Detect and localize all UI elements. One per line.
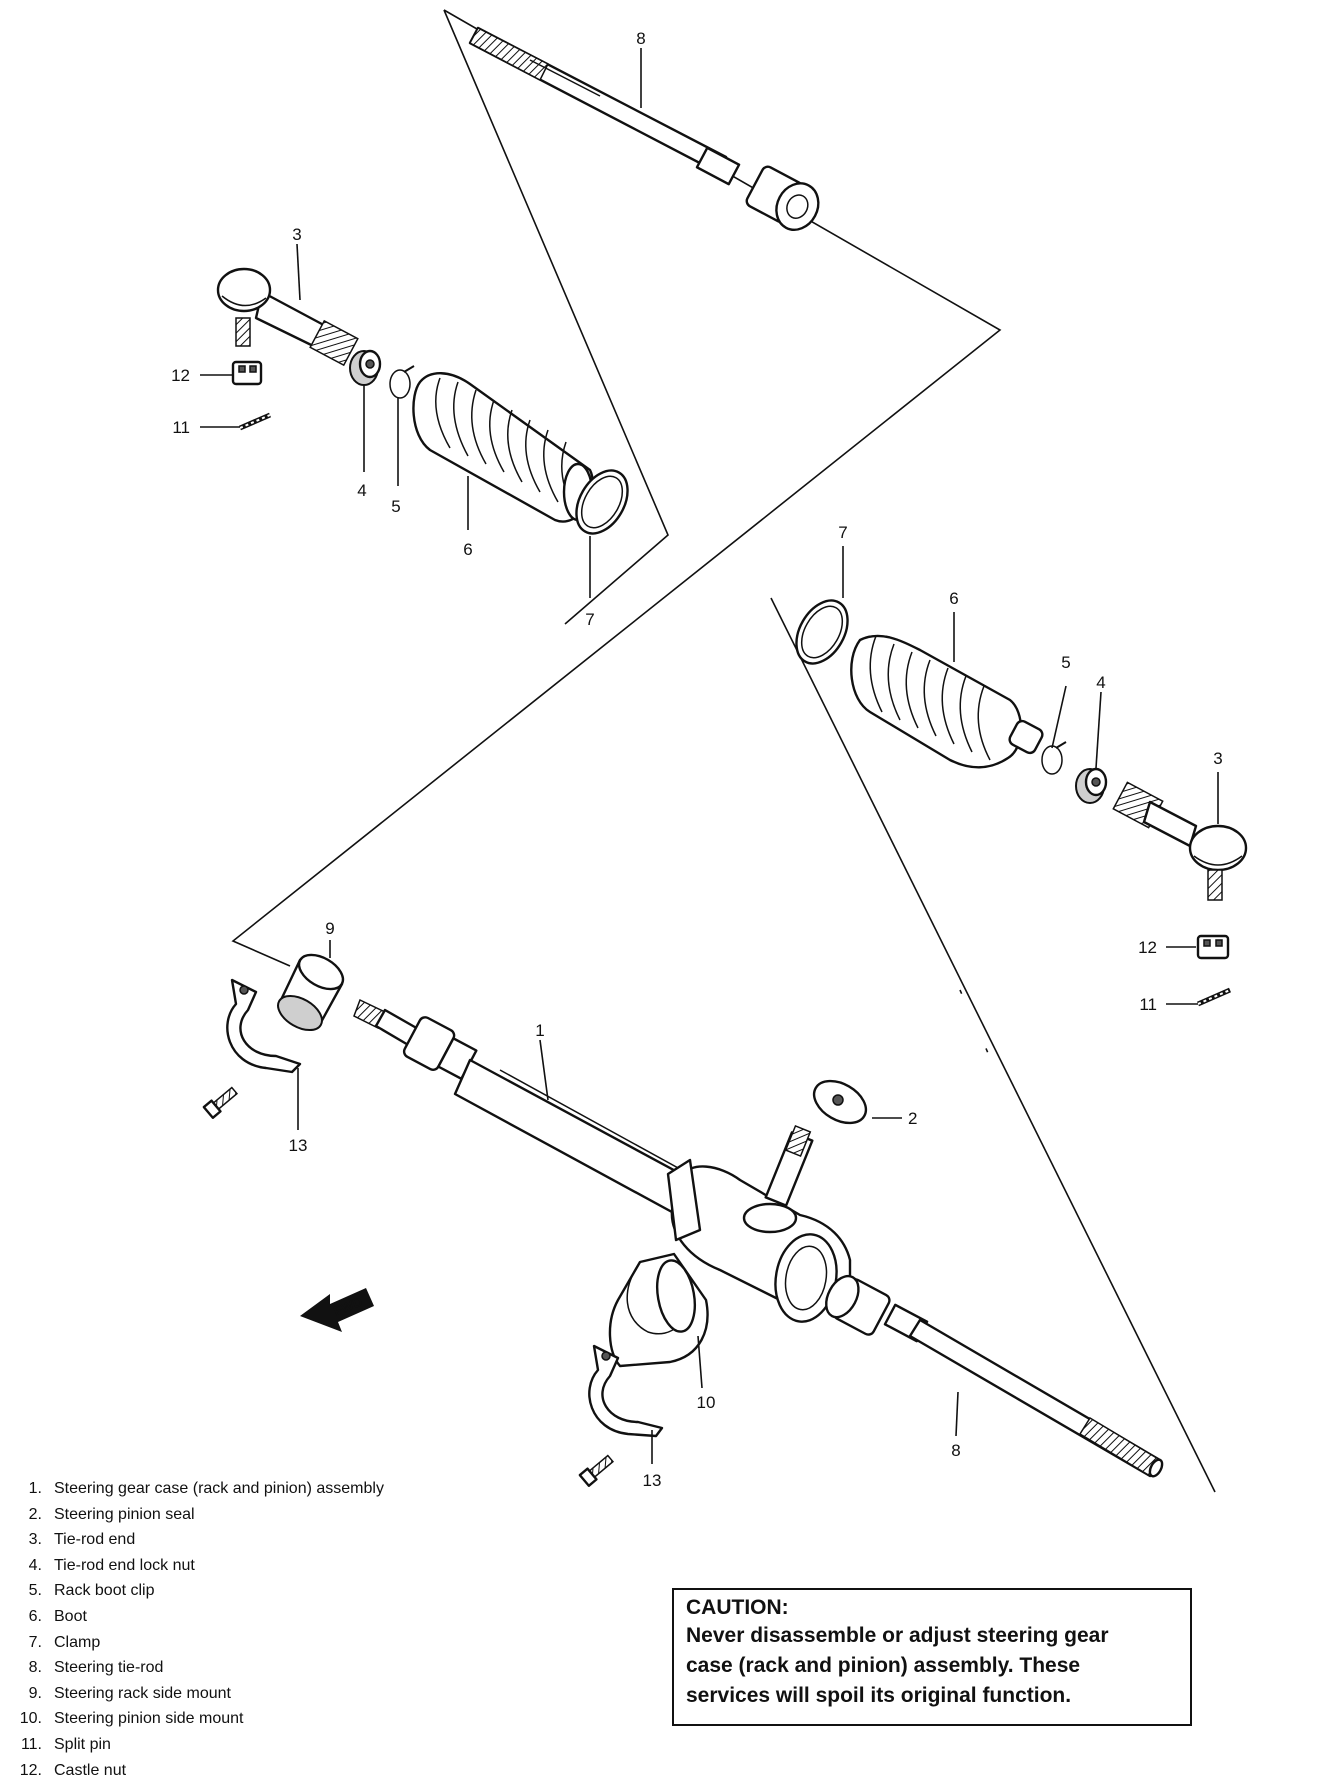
- callout-8-upper: 8: [636, 29, 645, 48]
- rack-side-mount: [277, 953, 345, 1032]
- callout-13-lower: 13: [643, 1471, 662, 1490]
- caution-line: case (rack and pinion) assembly. These: [686, 1654, 1081, 1677]
- leader-lines: [200, 48, 1219, 1464]
- steering-gear-case: [353, 998, 852, 1323]
- left-split-pin: [239, 412, 271, 431]
- left-lock-nut: [349, 349, 382, 386]
- legend-item: 7.Clamp: [28, 1633, 101, 1651]
- callout-9: 9: [325, 919, 334, 938]
- caution-title: CAUTION:: [686, 1596, 789, 1619]
- callout-11-left: 11: [172, 418, 190, 437]
- parts-legend: 1.Steering gear case (rack and pinion) a…: [12, 1476, 532, 1783]
- caution-line: services will spoil its original functio…: [686, 1684, 1072, 1707]
- legend-item: 10.Steering pinion side mount: [19, 1710, 244, 1728]
- legend-item: 8.Steering tie-rod: [28, 1659, 164, 1677]
- callout-4-right: 4: [1096, 673, 1105, 692]
- callout-6-left: 6: [463, 540, 472, 559]
- legend-item: 4.Tie-rod end lock nut: [28, 1556, 195, 1574]
- fwd-arrow: FWD: [300, 1288, 374, 1332]
- callout-5-left: 5: [391, 497, 400, 516]
- callout-13-left: 13: [289, 1136, 308, 1155]
- legend-item: 9.Steering rack side mount: [28, 1684, 231, 1702]
- callout-8-lower: 8: [951, 1441, 960, 1460]
- callout-12-left: 12: [171, 366, 190, 385]
- lower-tie-rod: [825, 1274, 1164, 1478]
- pinion-side-mount: [608, 1252, 709, 1368]
- callout-7-right: 7: [838, 523, 847, 542]
- left-castle-nut: [231, 360, 263, 386]
- callout-7-left: 7: [585, 610, 594, 629]
- callout-2: 2: [908, 1109, 917, 1128]
- callout-3-right: 3: [1213, 749, 1222, 768]
- right-castle-nut: [1196, 934, 1230, 960]
- left-mount-clamp: [202, 978, 302, 1119]
- caution-box: CAUTION: Never disassemble or adjust ste…: [672, 1588, 1192, 1726]
- left-tie-rod-end: [216, 267, 359, 367]
- right-tie-rod-end: [1112, 781, 1248, 901]
- callout-11-right: 11: [1139, 995, 1157, 1014]
- caution-line: Never disassemble or adjust steering gea…: [686, 1624, 1109, 1647]
- left-boot-clip: [389, 365, 415, 399]
- legend-item: 5.Rack boot clip: [28, 1582, 155, 1600]
- pinion-seal: [812, 1079, 868, 1125]
- upper-tie-rod: [468, 26, 820, 231]
- legend-item: 3.Tie-rod end: [28, 1531, 136, 1549]
- callout-5-right: 5: [1061, 653, 1070, 672]
- legend-item: 12.Castle nut: [19, 1761, 127, 1779]
- callout-6-right: 6: [949, 589, 958, 608]
- right-split-pin: [1196, 987, 1232, 1007]
- legend-item: 6.Boot: [28, 1607, 87, 1625]
- left-clamp: [575, 469, 629, 535]
- right-boot: [850, 634, 1044, 769]
- callout-12-right: 12: [1138, 938, 1157, 957]
- callout-4-left: 4: [357, 481, 366, 500]
- callout-3-left: 3: [292, 225, 301, 244]
- right-clamp: [795, 599, 849, 665]
- left-boot: [412, 372, 594, 523]
- callout-1: 1: [535, 1021, 544, 1040]
- right-lock-nut: [1075, 767, 1108, 804]
- legend-item: 2.Steering pinion seal: [28, 1505, 195, 1523]
- callouts: 8 3 12 11 4 5 6 7 7 6 5 4 3 12 11 9 1 2 …: [171, 29, 1223, 1490]
- legend-item: 11.Split pin: [20, 1735, 111, 1753]
- callout-10: 10: [697, 1393, 716, 1412]
- legend-item: 1.Steering gear case (rack and pinion) a…: [28, 1480, 384, 1497]
- right-boot-clip: [1041, 741, 1067, 775]
- lower-mount-clamp: [578, 1344, 664, 1487]
